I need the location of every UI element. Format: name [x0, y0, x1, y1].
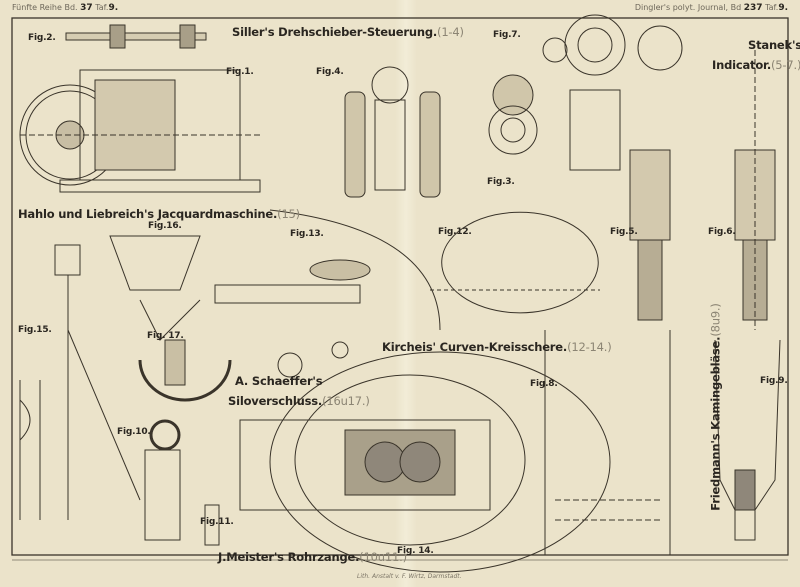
plate-label: Taf.: [95, 3, 109, 12]
title-schaeffer-line1: A. Schaeffer's: [235, 374, 323, 388]
title-text: Siloverschluss.: [228, 394, 323, 408]
title-schaeffer: Siloverschluss.(16u17.): [228, 394, 370, 408]
fig9-label: Fig.9.: [760, 376, 788, 386]
figure-range: (10u11.): [359, 550, 407, 564]
fig16-label: Fig.16.: [148, 221, 182, 231]
fig9-blower: [714, 339, 781, 541]
fig10-label: Fig.10.: [117, 427, 151, 437]
figure-range: (8u9.): [708, 303, 723, 337]
plate-number: 9.: [108, 3, 119, 13]
fig7-label: Fig.7.: [493, 30, 521, 40]
title-text: Friedmann's Kamingebläse.: [708, 336, 723, 511]
title-text: Hahlo und Liebreich's Jacquardmaschine.: [18, 207, 278, 221]
journal-label: Dingler's polyt. Journal, Bd: [634, 3, 742, 12]
fig15-jacquard: [19, 244, 141, 520]
title-stanek: Indicator.(5-7.): [712, 58, 800, 72]
fig4-wheels: [344, 66, 441, 198]
fig5-indicator: [569, 89, 671, 321]
figure-range: (5-7.): [771, 58, 800, 72]
fig11-label: Fig.11.: [200, 517, 234, 527]
fig3-section: [488, 74, 538, 155]
title-text: Siller's Drehschieber-Steuerung.: [232, 25, 438, 39]
fig1-label: Fig.1.: [226, 67, 254, 77]
fig6-indicator: [734, 50, 776, 330]
header-right: Dingler's polyt. Journal, Bd 237 Taf.9.: [635, 3, 788, 13]
fig16-17-silo: [109, 235, 232, 402]
fig12-label: Fig.12.: [438, 227, 472, 237]
fig2-shaft: [65, 24, 207, 49]
fig15-label: Fig.15.: [18, 325, 52, 335]
fig14-shear-ellipse: [239, 351, 611, 573]
fig8-blower: [544, 330, 671, 555]
fig10-wrench: [144, 419, 220, 546]
fig2-label: Fig.2.: [28, 33, 56, 43]
lithographer-credit: Lith. Anstalt v. F. Wirtz, Darmstadt.: [357, 573, 462, 580]
fig6-label: Fig.6.: [708, 227, 736, 237]
figure-range: (15): [277, 207, 300, 221]
title-text: Indicator.: [712, 58, 772, 72]
header-left: Fünfte Reihe Bd. 37 Taf.9.: [12, 3, 118, 13]
fig12-curve: [430, 211, 600, 314]
plate-label: Taf.: [765, 3, 779, 12]
title-text: J.Meister's Rohrzange.: [218, 550, 360, 564]
title-kircheis: Kircheis' Curven-Kreisschere.(12-14.): [382, 340, 612, 354]
title-stanek-line1: Stanek's: [748, 38, 800, 52]
series-label: Fünfte Reihe Bd.: [12, 3, 78, 12]
fig5-label: Fig.5.: [610, 227, 638, 237]
title-friedmann: Friedmann's Kamingebläse.(8u9.): [709, 303, 723, 510]
figure-range: (1-4): [437, 25, 464, 39]
fig17-label: Fig. 17.: [147, 331, 184, 341]
plate-frame: [11, 17, 789, 556]
fig13-shear: [214, 209, 441, 378]
volume-number: 37: [80, 3, 93, 13]
fig7-indicator: [542, 14, 683, 76]
fig1-engine: [19, 69, 261, 193]
title-meister: J.Meister's Rohrzange.(10u11.): [218, 550, 407, 564]
title-text: Kircheis' Curven-Kreisschere.: [382, 340, 568, 354]
fig4-label: Fig.4.: [316, 67, 344, 77]
fig13-label: Fig.13.: [290, 229, 324, 239]
figure-range: (12-14.): [567, 340, 612, 354]
title-hahlo: Hahlo und Liebreich's Jacquardmaschine.(…: [18, 207, 300, 221]
volume-number: 237: [743, 3, 763, 13]
plate-number: 9.: [778, 3, 788, 13]
fig14-label: Fig. 14.: [397, 546, 434, 556]
title-siller: Siller's Drehschieber-Steuerung.(1-4): [232, 25, 464, 39]
fig3-label: Fig.3.: [487, 177, 515, 187]
fig8-label: Fig.8.: [530, 379, 558, 389]
figure-range: (16u17.): [322, 394, 370, 408]
